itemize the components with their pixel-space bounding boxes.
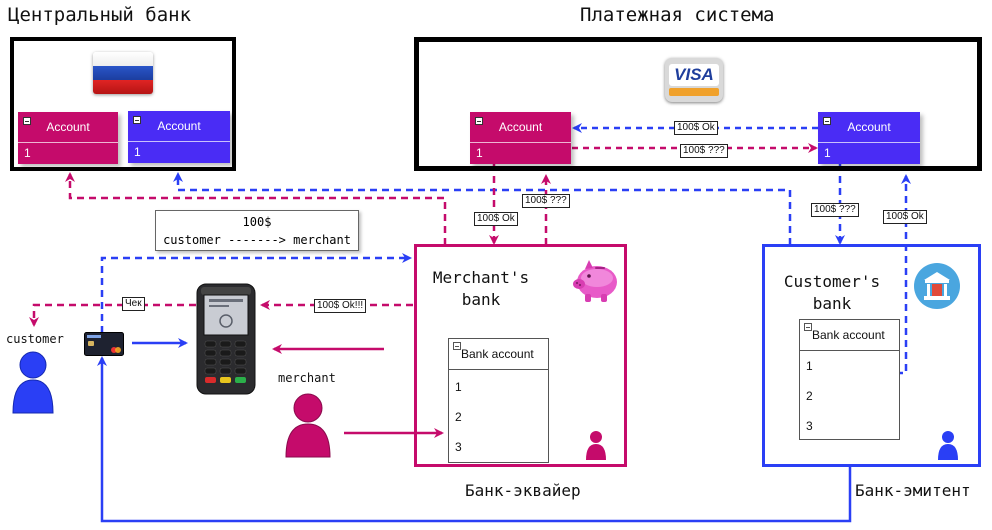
account-row: 1 — [824, 146, 831, 160]
customer-person-icon — [12, 350, 54, 419]
payment-system-box: VISA Account 1 Account 1 — [414, 37, 982, 171]
transfer-note: 100$ customer -------> merchant — [155, 210, 359, 251]
russia-flag-icon — [93, 52, 153, 94]
merchants-bank-account-table: Bank account 1 2 3 — [448, 338, 549, 463]
merchants-bank-name: Merchant's bank — [427, 267, 535, 311]
table-header: Bank account — [812, 328, 885, 342]
note-direction: customer -------> merchant — [163, 233, 351, 247]
central-account-acquirer: Account 1 — [18, 112, 118, 164]
merchant-person-icon — [285, 392, 331, 463]
collapse-icon — [453, 342, 461, 350]
customers-bank-account-table: Bank account 1 2 3 — [799, 319, 900, 440]
customers-bank-box: Customer's bank Bank account 1 2 3 — [762, 244, 981, 467]
acquirer-ok-label: 100$ Ok — [474, 212, 518, 226]
ps-ok-label: 100$ Ok — [674, 121, 718, 135]
ps-request-label: 100$ ??? — [680, 144, 728, 158]
collapse-icon — [23, 117, 31, 125]
ps-account-acquirer: Account 1 — [470, 112, 571, 164]
merchant-label: merchant — [276, 371, 338, 385]
bank-building-icon — [913, 262, 961, 315]
receipt-to-customer-arrow — [29, 303, 196, 327]
central-account-issuer: Account 1 — [128, 111, 230, 163]
table-row: 2 — [455, 410, 462, 424]
collapse-icon — [823, 117, 831, 125]
customer-label: customer — [4, 332, 66, 346]
account-row: 1 — [24, 146, 31, 160]
table-row: 1 — [806, 359, 813, 373]
central-bank-box: Account 1 Account 1 — [10, 37, 236, 171]
issuer-request-label: 100$ ??? — [811, 203, 859, 217]
ps-account-issuer: Account 1 — [818, 112, 920, 164]
pos-terminal-icon — [196, 283, 256, 400]
account-header: Account — [157, 119, 201, 133]
account-header: Account — [847, 120, 891, 134]
account-row: 1 — [134, 145, 141, 159]
collapse-icon — [133, 116, 141, 124]
merchants-bank-box: Merchant's bank Bank account 1 2 3 — [414, 244, 627, 467]
note-to-merchant-bank-arrow — [100, 253, 412, 345]
payment-system-title: Платежная система — [580, 4, 775, 26]
issuer-to-card-arrow — [97, 356, 852, 523]
payment-card-icon — [84, 332, 124, 361]
table-row: 1 — [455, 380, 462, 394]
collapse-icon — [475, 117, 483, 125]
visa-logo-icon: VISA — [665, 58, 723, 102]
table-row: 3 — [806, 419, 813, 433]
collapse-icon — [804, 323, 812, 331]
bank-employee-icon — [937, 430, 959, 465]
issuer-ok-label: 100$ Ok — [883, 210, 927, 224]
table-row: 3 — [455, 440, 462, 454]
central-bank-title: Центральный банк — [8, 4, 192, 26]
visa-logo-text: VISA — [669, 64, 719, 86]
acquirer-request-label: 100$ ??? — [522, 194, 570, 208]
table-row: 2 — [806, 389, 813, 403]
customer-bank-to-central-arrow — [173, 172, 792, 245]
account-row: 1 — [476, 146, 483, 160]
issuer-caption: Банк-эмитент — [855, 481, 971, 500]
customers-bank-name: Customer's bank — [777, 271, 887, 315]
receipt-label: Чек — [122, 297, 145, 311]
acquirer-caption: Банк-эквайер — [465, 481, 581, 500]
note-amount: 100$ — [242, 215, 272, 229]
piggy-bank-icon — [571, 254, 621, 309]
merchant-bank-to-central-arrow — [65, 172, 447, 245]
account-header: Account — [498, 120, 543, 134]
table-header: Bank account — [461, 347, 534, 361]
bank-employee-icon — [585, 430, 607, 465]
terminal-ok-label: 100$ Ok!!! — [314, 299, 367, 313]
account-header: Account — [46, 120, 90, 134]
